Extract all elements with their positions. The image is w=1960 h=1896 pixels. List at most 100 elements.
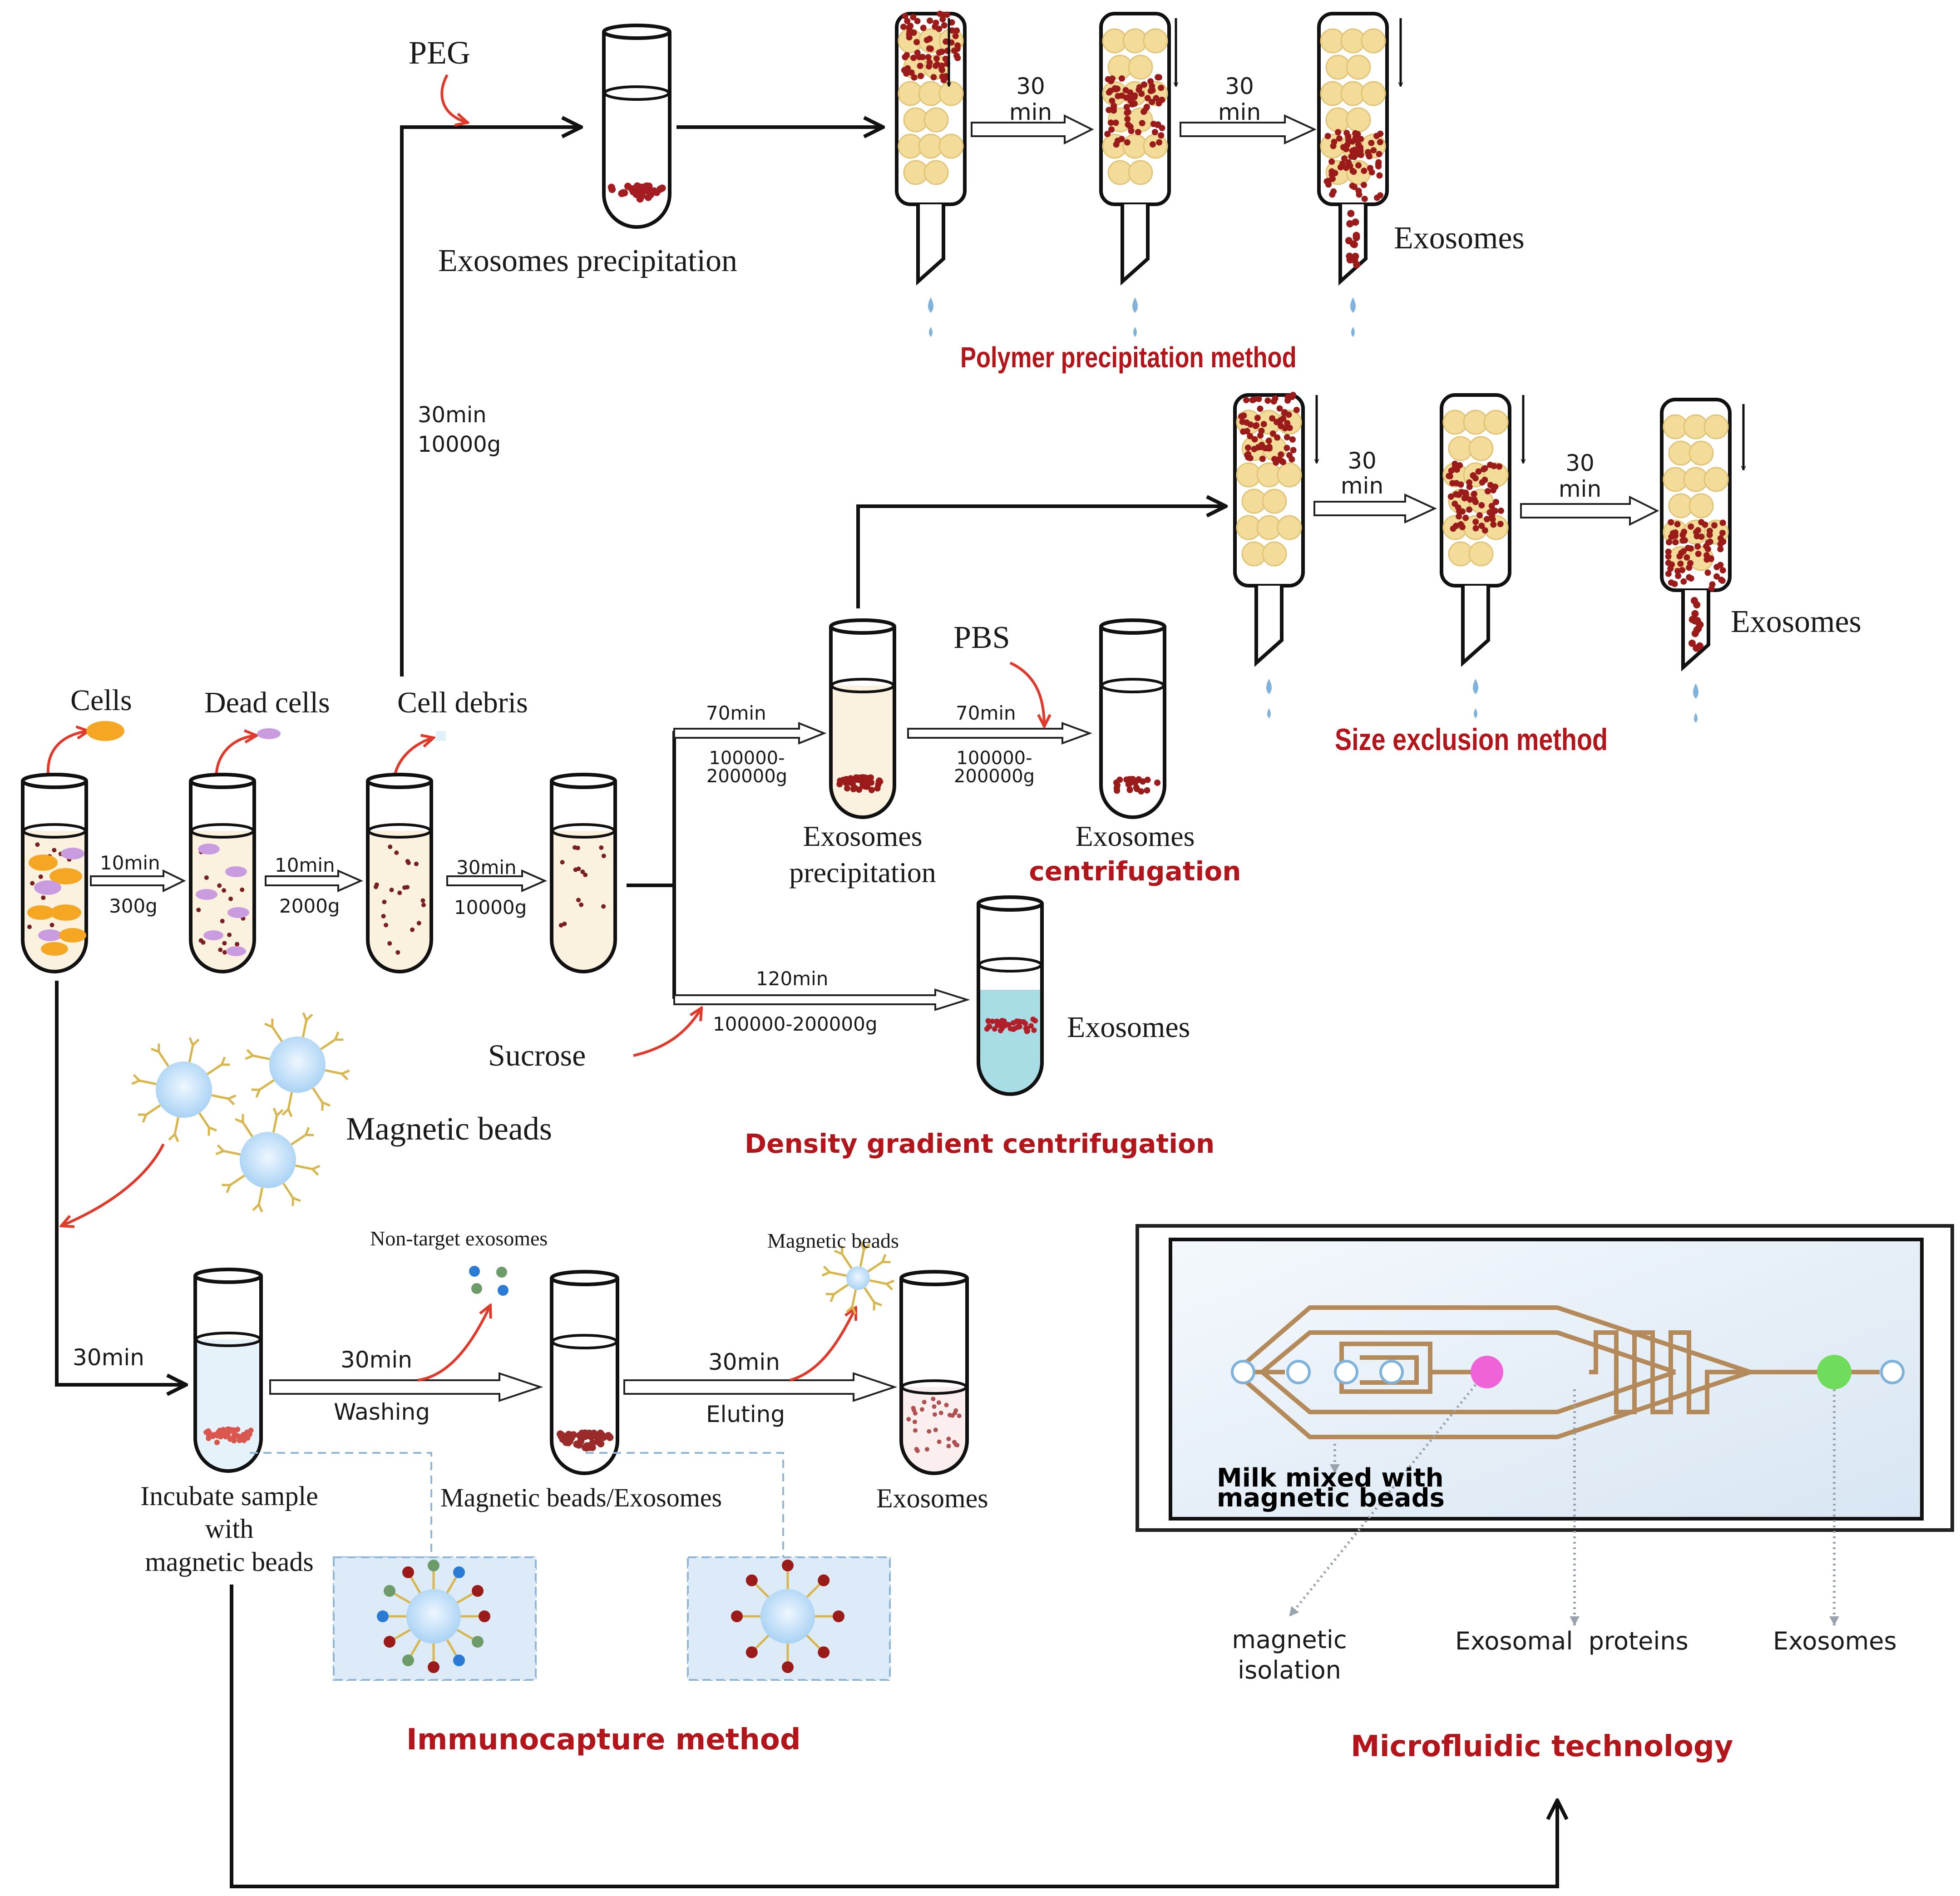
dg-force: 100000-200000g (713, 1013, 878, 1035)
uc-precip-label-b: precipitation (789, 856, 936, 889)
exosomal-proteins-label: Exosomal proteins (1455, 1627, 1688, 1655)
uc-step2-force-b: 200000g (953, 766, 1035, 787)
exosome-outlet-node (1817, 1355, 1851, 1389)
flow-down-arrows (949, 18, 1743, 470)
polymer-step2-time: 30 (1225, 73, 1254, 99)
milk-label-a: Milk mixed with (1217, 1463, 1444, 1493)
density-gradient-title: Density gradient centrifugation (745, 1128, 1215, 1159)
uc-step1-force-a: 100000- (709, 748, 785, 769)
cells-label: Cells (70, 684, 132, 717)
sec-exosomes-label: Exosomes (1731, 604, 1861, 639)
cell-debris-label: Cell debris (397, 686, 528, 719)
immuno-incubate-time: 30min (73, 1344, 144, 1371)
step1-force: 300g (109, 895, 158, 917)
step1-time: 10min (100, 852, 160, 874)
sec-step1-unit: min (1340, 473, 1384, 499)
cell-debris-icon (436, 731, 446, 741)
cell-debris-tube (366, 773, 433, 973)
sucrose-label: Sucrose (488, 1038, 586, 1072)
uc-centr-label-a: Exosomes (1075, 820, 1195, 852)
magnetic-isolation-node (1471, 1356, 1503, 1388)
sec-step1-time: 30 (1348, 448, 1377, 474)
sec-column-1 (1233, 392, 1305, 718)
incubate-tube (193, 1268, 263, 1473)
uc-step1-force-b: 200000g (706, 766, 788, 787)
test-tubes (21, 24, 1166, 1475)
dead-cells-label: Dead cells (204, 686, 330, 719)
uc-precip-label-a: Exosomes (803, 820, 923, 852)
magnetic-beads (131, 1012, 895, 1315)
step3-time: 30min (456, 856, 517, 879)
immuno-exosomes-label: Exosomes (876, 1483, 988, 1513)
density-tube (977, 895, 1044, 1096)
sec-columns (895, 10, 1732, 723)
step2-time: 10min (275, 854, 335, 876)
uc-step2-time: 70min (956, 702, 1016, 724)
polymer-exosomes-label: Exosomes (1394, 221, 1525, 256)
uc-step2-force-a: 100000- (956, 748, 1032, 769)
sec-column-2 (1440, 393, 1511, 718)
non-target-exosomes-label: Non-target exosomes (370, 1227, 548, 1250)
magnetic-beads-label: Magnetic beads (346, 1111, 552, 1147)
peg-tube (602, 24, 671, 229)
dead-cell-icon (257, 728, 281, 739)
incubate-label-b: with (205, 1514, 254, 1544)
micro-exosomes-label: Exosomes (1773, 1627, 1897, 1655)
magnetic-bead-1 (131, 1037, 237, 1142)
exosomes-precipitation-label: Exosomes precipitation (438, 243, 738, 278)
spin-force-label: 10000g (418, 432, 501, 457)
complex-target-exosomes (731, 1560, 844, 1673)
uc-centr-tube (1099, 618, 1166, 819)
magnetic-bead-3 (215, 1107, 321, 1213)
red-pointer-arrows (46, 74, 1044, 1382)
magnetic-bead-small (821, 1241, 895, 1315)
bead-exosome-complexes (377, 1560, 844, 1673)
immunocapture-title: Immunocapture method (406, 1723, 801, 1757)
polymer-step1-time: 30 (1016, 73, 1045, 99)
uc-precip-tube (829, 618, 896, 819)
incubate-label-a: Incubate sample (140, 1481, 318, 1511)
milk-label-b: magnetic beads (1217, 1483, 1445, 1513)
complex-mixed-exosomes (377, 1560, 490, 1673)
supernatant-tube (550, 773, 617, 973)
eluting-label: Eluting (706, 1401, 785, 1427)
spin-time-label: 30min (418, 402, 487, 428)
polymer-column-1 (895, 10, 967, 337)
polymer-precipitation-title: Polymer precipitation method (960, 341, 1297, 374)
step2-force: 2000g (279, 895, 340, 917)
eluted-exosomes-tube (899, 1270, 969, 1475)
sec-step2-time: 30 (1565, 450, 1595, 476)
sec-step2-unit: min (1558, 476, 1602, 502)
polymer-column-2 (1099, 12, 1171, 337)
step3-force: 10000g (454, 896, 527, 918)
complex-tube (550, 1270, 619, 1475)
microfluidic-chip (1136, 1224, 1954, 1625)
flow-lines (55, 127, 1557, 1888)
non-target-exosomes-icon (469, 1266, 509, 1296)
incubate-label-c: magnetic beads (145, 1547, 314, 1577)
dg-exosomes-label: Exosomes (1067, 1011, 1190, 1044)
complex-label: Magnetic beads/Exosomes (440, 1483, 722, 1512)
uc-step1-time: 70min (706, 702, 766, 724)
eluting-time: 30min (708, 1349, 780, 1375)
polymer-column-3 (1317, 12, 1389, 337)
magnetic-bead-2 (245, 1012, 350, 1117)
peg-label: PEG (409, 35, 471, 71)
cell-icon (86, 721, 124, 741)
outline-arrows (90, 114, 1659, 1402)
size-exclusion-title: Size exclusion method (1335, 722, 1608, 757)
cells-tube (21, 773, 88, 973)
uc-centr-label-b: centrifugation (1029, 856, 1241, 887)
magnetic-isolation-label-a: magnetic (1232, 1625, 1347, 1654)
magnetic-isolation-label-b: isolation (1238, 1656, 1341, 1684)
washing-label: Washing (334, 1399, 430, 1425)
polymer-step1-unit: min (1009, 99, 1052, 125)
dead-cells-tube (189, 773, 256, 973)
microfluidic-title: Microfluidic technology (1351, 1730, 1733, 1763)
polymer-step2-unit: min (1218, 99, 1261, 125)
washing-time: 30min (341, 1347, 412, 1373)
pbs-label: PBS (953, 620, 1010, 655)
sec-column-3 (1660, 398, 1732, 723)
